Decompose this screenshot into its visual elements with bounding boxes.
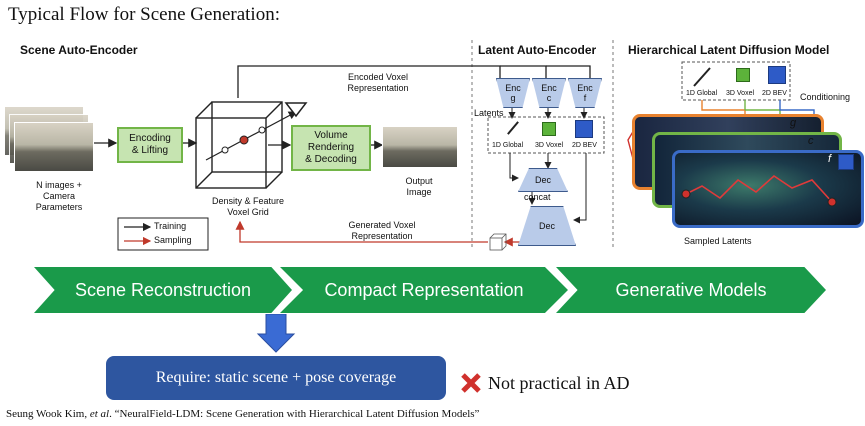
- encoding-lifting-box: Encoding & Lifting: [117, 127, 183, 163]
- encoded-voxel-label: Encoded Voxel Representation: [347, 72, 409, 93]
- latent-3d-label: 3D Voxel: [535, 142, 564, 149]
- output-image-label: Output Image: [405, 176, 433, 197]
- citation: Seung Wook Kim, et al. “NeuralField-LDM:…: [6, 408, 479, 420]
- cond-1d-icon: [700, 68, 712, 80]
- slide-title: Typical Flow for Scene Generation:: [8, 4, 280, 25]
- stage-compact-representation: Compact Representation: [280, 267, 568, 313]
- section-latent-autoencoder: Latent Auto-Encoder: [478, 43, 597, 57]
- volume-rendering-box: Volume Rendering & Decoding: [291, 125, 371, 171]
- panel-g-label: g: [790, 117, 797, 129]
- output-image: [382, 126, 458, 168]
- sampled-latents-label: Sampled Latents: [684, 236, 752, 246]
- panel-f-label: f: [828, 153, 832, 165]
- cond-3d-label: 3D Voxel: [726, 90, 755, 97]
- latents-label: Latents: [474, 108, 504, 118]
- legend-sampling: Sampling: [154, 235, 192, 245]
- cond-3d-icon: [736, 68, 750, 82]
- legend-training: Training: [154, 221, 187, 231]
- cond-2d-label: 2D BEV: [762, 90, 787, 97]
- section-hldm: Hierarchical Latent Diffusion Model: [628, 43, 830, 57]
- concat-label: concat: [524, 192, 551, 202]
- voxel-cube: [195, 101, 283, 189]
- citation-rest: . “NeuralField-LDM: Scene Generation wit…: [109, 408, 480, 420]
- generated-voxel-label: Generated Voxel Representation: [348, 220, 416, 241]
- cond-2d-icon: [768, 66, 786, 84]
- cond-1d-label: 1D Global: [686, 90, 718, 97]
- not-practical-text: Not practical in AD: [488, 373, 630, 393]
- latent-3d-icon: [542, 122, 556, 136]
- stage-scene-reconstruction: Scene Reconstruction: [34, 267, 292, 313]
- latent-1d-label: 1D Global: [492, 142, 524, 149]
- citation-etal: et al: [89, 408, 110, 420]
- red-x-icon: [461, 373, 481, 393]
- small-voxel-icon: [489, 233, 507, 251]
- conditioning-label: Conditioning: [800, 92, 851, 102]
- citation-author: Seung Wook Kim,: [6, 408, 90, 420]
- latent-2d-icon: [575, 120, 593, 138]
- section-scene-autoencoder: Scene Auto-Encoder: [20, 43, 138, 57]
- sampled-trajectory: [681, 174, 837, 207]
- requirement-box: Require: static scene + pose coverage: [106, 356, 446, 400]
- diffusion-panel-f: [672, 150, 864, 228]
- down-arrow: [256, 314, 296, 353]
- panel-f-icon: [838, 154, 854, 170]
- stage-generative-models: Generative Models: [556, 267, 826, 313]
- panel-c-label: c: [808, 135, 814, 147]
- density-grid-label: Density & Feature Voxel Grid: [211, 196, 285, 217]
- input-image-3: [14, 122, 94, 172]
- latent-2d-label: 2D BEV: [572, 142, 597, 149]
- n-images-label: N images + Camera Parameters: [35, 180, 83, 212]
